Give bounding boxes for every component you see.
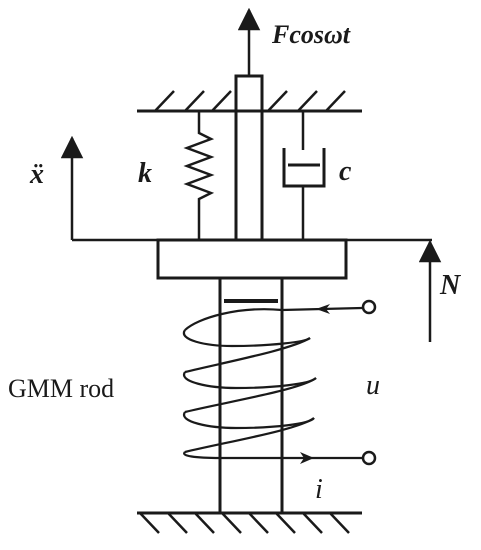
top-ground — [137, 90, 362, 113]
voltage-label: u — [366, 370, 380, 401]
coil-terminal-top — [281, 299, 377, 315]
mass-plate — [156, 238, 348, 280]
top-ground-hatch — [154, 90, 346, 112]
spring-k — [183, 111, 215, 240]
coil — [182, 308, 317, 460]
current-label: i — [315, 474, 323, 505]
rod-label: GMM rod — [8, 374, 114, 403]
damper-c — [282, 111, 326, 240]
output-shaft — [234, 74, 264, 242]
normal-force-label: N — [439, 270, 462, 301]
bottom-ground — [137, 511, 362, 534]
bottom-ground-hatch — [139, 512, 350, 534]
damping-label: c — [339, 156, 352, 187]
force-label: Fcosωt — [271, 20, 351, 49]
acceleration-label: ẍ — [29, 159, 44, 190]
coil-terminal-bottom — [220, 450, 377, 466]
stiffness-label: k — [138, 158, 152, 189]
gmm-rod — [218, 278, 284, 513]
